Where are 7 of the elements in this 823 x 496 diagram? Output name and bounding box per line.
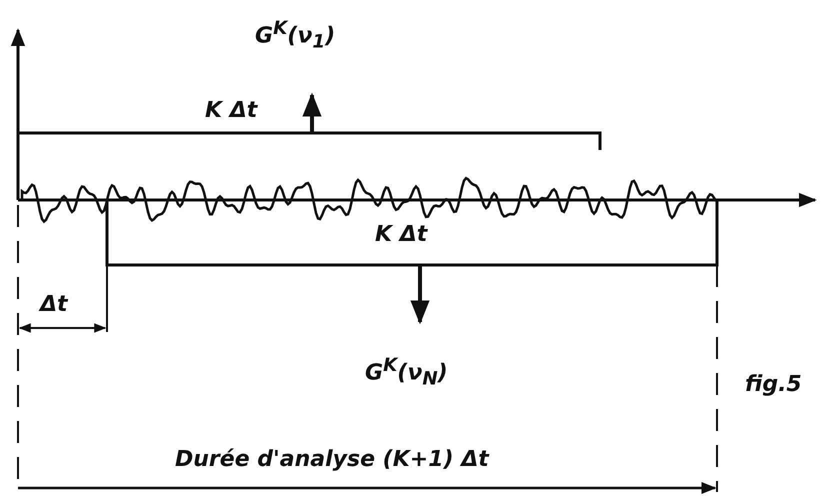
frequency-label: G$^{K}$(ν$_{1}$) bbox=[255, 18, 336, 54]
dimension-label: Δt bbox=[40, 292, 68, 318]
window-length-label: K Δt bbox=[205, 98, 258, 124]
dimension-label: Durée d'analyse (K+1) Δt bbox=[175, 447, 489, 474]
figure-caption: fig.5 bbox=[745, 372, 802, 398]
frequency-label: G$^{K}$(ν$_{N}$) bbox=[365, 355, 448, 391]
window-length-label: K Δt bbox=[375, 222, 428, 248]
